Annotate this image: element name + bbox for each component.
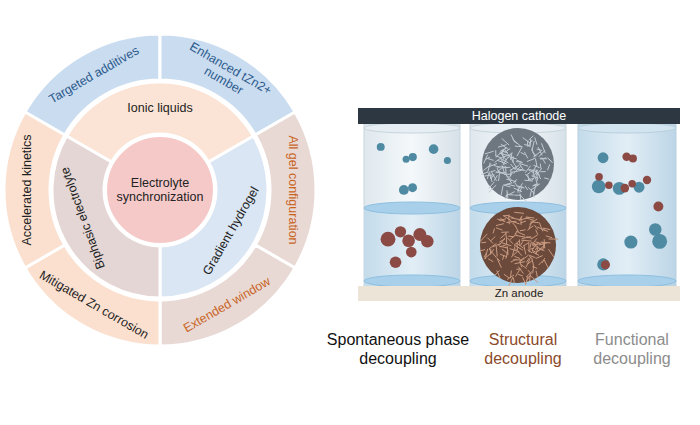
node-text: Mitigated Zn corrosion — [36, 268, 150, 342]
ring-segment-shape — [2, 32, 318, 348]
functional-cylinder — [578, 123, 676, 287]
node-text: All gel configuration — [286, 135, 300, 244]
center-circle-shape — [2, 32, 318, 348]
node-text: Targeted additives — [46, 43, 141, 106]
ring-segment-shape — [2, 32, 318, 348]
ring-segment-shape — [2, 32, 318, 348]
structural-cylinder — [470, 123, 566, 287]
ring-segment-shape — [2, 32, 318, 348]
ring-segment: Extended window — [2, 32, 318, 348]
ring-segment: Gradient hydrogel — [2, 32, 318, 348]
node-text: Extended window — [180, 274, 272, 335]
caption-label: Structural decoupling — [468, 330, 578, 368]
node-text: Biphasic electrolyte — [58, 165, 108, 271]
electrode-bar: Zn anode — [358, 286, 680, 301]
ring-segment-shape — [2, 32, 318, 348]
caption-label: Functional decoupling — [567, 330, 697, 368]
ring-segment-shape — [2, 32, 318, 348]
ring-segment: Accelerated kinetics — [2, 32, 318, 348]
center-circle: Electrolyte synchronization — [2, 32, 318, 348]
caption-label: Spontaneous phase decoupling — [318, 330, 478, 368]
electrode-bar: Halogen cathode — [358, 108, 680, 124]
ring-segment: All gel configuration — [2, 32, 318, 348]
ring-segment-shape — [2, 32, 318, 348]
node-text: Halogen cathode — [472, 109, 567, 123]
node-text: Enhanced tZn2+ number — [165, 31, 288, 118]
node-text: Electrolyte synchronization — [110, 176, 210, 205]
biphasic-cylinder — [364, 123, 460, 287]
ring-segment-shape — [2, 32, 318, 348]
ring-segment: Ionic liquids — [2, 32, 318, 348]
node-text: Accelerated kinetics — [20, 134, 34, 245]
ring-segment: Mitigated Zn corrosion — [2, 32, 318, 348]
node-text: Zn anode — [495, 287, 544, 300]
node-text: Ionic liquids — [127, 101, 192, 115]
ring-segment-shape — [2, 32, 318, 348]
node-text: Gradient hydrogel — [200, 184, 262, 277]
ring-segment: Targeted additives — [2, 32, 318, 348]
ring-segment: Biphasic electrolyte — [2, 32, 318, 348]
ring-segment: Enhanced tZn2+ number — [2, 32, 318, 348]
